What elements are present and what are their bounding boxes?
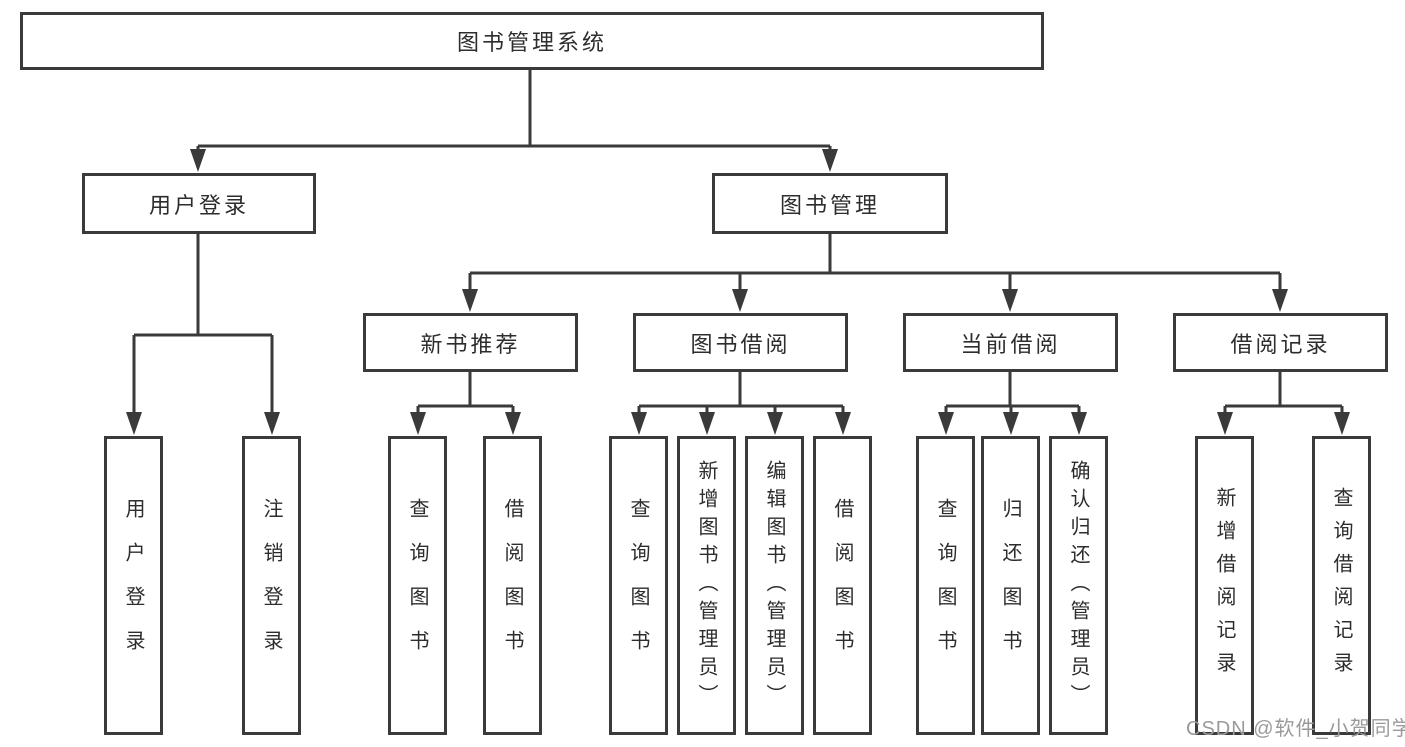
arrow-down-icon	[1217, 412, 1233, 435]
node-current-borrow: 当前借阅	[903, 313, 1118, 372]
leaf-bb-add-books-admin: 新增图书（管理员）	[677, 436, 736, 735]
arrow-down-icon	[126, 412, 142, 435]
leaf-cb-query-books: 查询图书	[916, 436, 975, 735]
arrow-down-icon	[1003, 412, 1019, 435]
node-borrow-records-label: 借阅记录	[1230, 331, 1331, 357]
node-root: 图书管理系统	[20, 12, 1044, 70]
leaf-bb-query-books: 查询图书	[609, 436, 668, 735]
node-user-login-label: 用户登录	[148, 192, 249, 218]
leaf-rec-query-books: 查询图书	[388, 436, 447, 735]
leaf-logout: 注销登录	[242, 436, 301, 735]
node-book-mgmt-label: 图书管理	[779, 192, 880, 218]
leaf-br-add-record: 新增借阅记录	[1195, 436, 1254, 735]
node-current-borrow-label: 当前借阅	[960, 331, 1061, 357]
arrow-down-icon	[1071, 412, 1087, 435]
arrow-down-icon	[505, 412, 521, 435]
connector-new-book-rec-to-leaves	[410, 372, 521, 435]
leaf-cb-confirm-return-admin: 确认归还（管理员）	[1049, 436, 1108, 735]
connector-root-to-level2	[190, 70, 838, 172]
arrow-down-icon	[410, 412, 426, 435]
arrow-down-icon	[631, 412, 647, 435]
csdn-watermark: CSDN @软件_小贺同学	[1186, 718, 1405, 740]
leaf-rec-borrow-books: 借阅图书	[483, 436, 542, 735]
connector-current-borrow-to-leaves	[938, 372, 1087, 435]
arrow-down-icon	[767, 412, 783, 435]
arrow-down-icon	[264, 412, 280, 435]
arrow-down-icon	[699, 412, 715, 435]
node-new-book-rec-label: 新书推荐	[420, 331, 521, 357]
node-book-borrow-label: 图书借阅	[690, 331, 791, 357]
leaf-bb-borrow-books: 借阅图书	[813, 436, 872, 735]
connector-user-login-to-leaves	[126, 234, 280, 435]
node-user-login: 用户登录	[82, 173, 316, 234]
leaf-cb-return-books: 归还图书	[981, 436, 1040, 735]
connector-borrow-records-to-leaves	[1217, 372, 1350, 435]
leaf-user-login: 用户登录	[104, 436, 163, 735]
arrow-down-icon	[1272, 289, 1288, 312]
arrow-down-icon	[1334, 412, 1350, 435]
connector-book-borrow-to-leaves	[631, 372, 851, 435]
arrow-down-icon	[190, 149, 206, 172]
node-book-mgmt: 图书管理	[712, 173, 948, 234]
arrow-down-icon	[732, 289, 748, 312]
leaf-br-query-record: 查询借阅记录	[1312, 436, 1371, 735]
arrow-down-icon	[1002, 289, 1018, 312]
arrow-down-icon	[822, 149, 838, 172]
connector-book-mgmt-to-level3	[462, 234, 1288, 312]
node-root-label: 图书管理系统	[456, 30, 607, 55]
node-borrow-records: 借阅记录	[1173, 313, 1388, 372]
arrow-down-icon	[462, 289, 478, 312]
leaf-bb-edit-books-admin: 编辑图书（管理员）	[745, 436, 804, 735]
node-book-borrow: 图书借阅	[633, 313, 848, 372]
arrow-down-icon	[835, 412, 851, 435]
node-new-book-rec: 新书推荐	[363, 313, 578, 372]
arrow-down-icon	[938, 412, 954, 435]
